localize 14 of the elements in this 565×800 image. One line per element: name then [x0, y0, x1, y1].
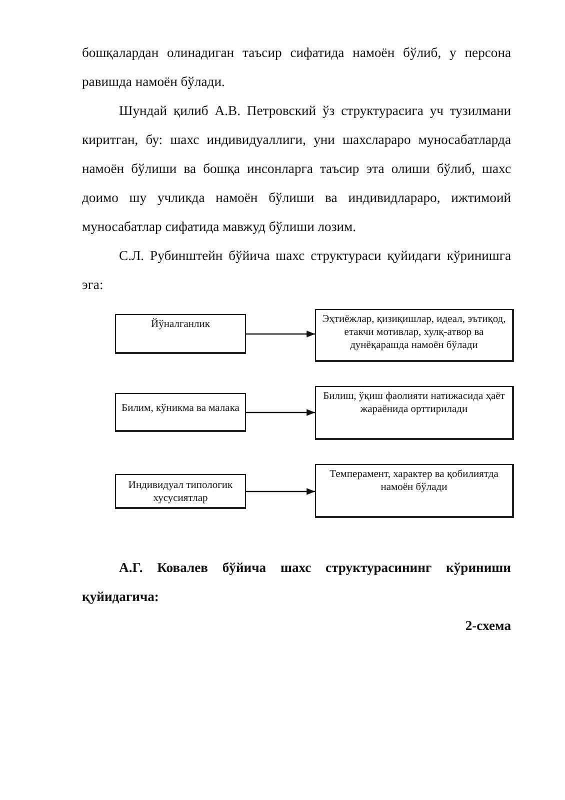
description-box: Билиш, ўқиш фаолияти натижасида ҳаёт жараёнида орттирилади	[315, 386, 514, 440]
concept-box: Йўналганлик	[115, 314, 246, 354]
paragraph-text: Шундай қилиб А.В. Петровский ўз структурасига уч тузилмани киритган, бу: шахс индивидуаллиги, уни шахслараро муносабатларда намоён бўлиши ва бошқа инсонларга таъсир эта олиши бўлиб, шахс доимо шу учликда намоён бўлиши ва индивидлараро, ижтимоий муносабатлар сифатида мавжуд бўлиши лозим.	[82, 102, 511, 236]
paragraph-text: бошқалардан олинадиган таъсир сифатида намоён бўлиб, у персона равишда намоён бўлади.	[82, 44, 511, 91]
concept-box: Индивидуал типологик хусусиятлар	[115, 474, 246, 509]
description-box: Эҳтиёжлар, қизиқишлар, идеал, эътиқод, етакчи мотивлар, хулқ-атвор ва дунёқарашда намоён бўлади	[315, 309, 514, 362]
heading-text: А.Г. Ковалев бўйича шахс структурасининг кўриниши қуйидагича:	[82, 559, 511, 606]
arrow	[246, 409, 315, 416]
scheme-number: 2-схема	[464, 617, 511, 635]
arrow	[246, 488, 315, 495]
paragraph-text: С.Л. Рубинштейн бўйича шахс структураси қуйидаги кўринишга эга:	[82, 247, 511, 294]
arrow	[246, 330, 315, 338]
description-box: Темперамент, характер ва қобилиятда намоён бўлади	[315, 464, 514, 518]
concept-box: Билим, кўникма ва малака	[115, 393, 246, 432]
